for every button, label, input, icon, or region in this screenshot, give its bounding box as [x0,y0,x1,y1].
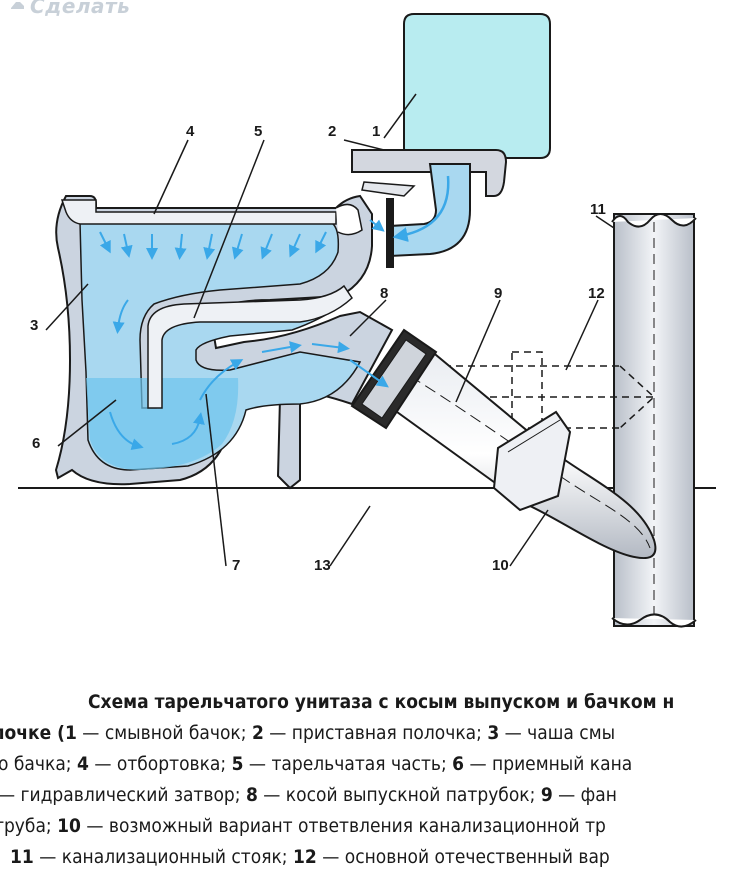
leader-lines [45,93,615,567]
label-10: 10 [492,557,509,574]
flow-arrows [99,219,389,451]
fan-pipe [384,348,657,559]
label-12: 12 [588,285,605,302]
label-6: 6 [32,435,40,452]
label-5: 5 [254,123,262,140]
label-1: 1 [372,123,380,140]
caption: Схема тарельчатого унитаза с косым выпус… [0,688,751,874]
flush-pipe [386,163,471,268]
toilet-bowl [54,194,394,490]
label-13: 13 [314,557,331,574]
caption-line-5: труба; 10 — возможный вариант ответвлени… [0,815,606,837]
callout-labels: 1 2 3 4 5 6 7 8 9 10 11 12 13 [30,123,606,574]
watermark-hand-icon [11,2,24,9]
caption-line-3: о бачка; 4 — отбортовка; 5 — тарельчатая… [0,753,633,775]
toilet-scheme-diagram: 1 2 3 4 5 6 7 8 9 10 11 12 13 [18,13,716,628]
label-2: 2 [328,123,336,140]
caption-line-6: 11 — канализационный стояк; 12 — основно… [10,846,610,868]
flush-tank [403,13,551,164]
watermark-text: Сделать [30,0,131,18]
caption-line-2: лочке (1 — смывной бачок; 2 — приставная… [0,722,616,744]
label-8: 8 [380,285,388,302]
label-3: 3 [30,317,38,334]
label-4: 4 [186,123,195,140]
caption-title: Схема тарельчатого унитаза с косым выпус… [88,691,675,713]
label-11: 11 [590,201,606,218]
label-9: 9 [494,285,502,302]
attached-shelf [351,149,508,197]
caption-line-4: — гидравлический затвор; 8 — косой выпус… [0,784,617,806]
outlet-collar [350,328,438,430]
sewer-riser [611,213,697,628]
label-7: 7 [232,557,240,574]
